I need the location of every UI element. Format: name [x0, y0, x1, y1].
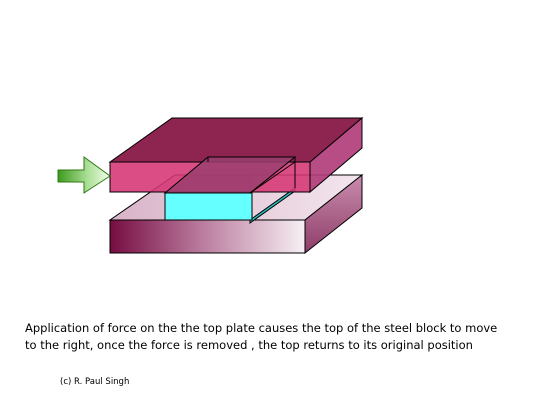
steel-block: [164, 187, 296, 224]
steel-block-edge-diagonal: [249, 161, 296, 194]
caption-line-2: to the right, once the force is removed …: [25, 338, 473, 352]
bottom-plate-front-face: [109, 219, 306, 254]
steel-block-front-face: [164, 192, 253, 221]
diagram-caption: Application of force on the the top plat…: [25, 320, 535, 354]
top-plate: [108, 116, 364, 194]
caption-line-1: Application of force on the the top plat…: [25, 321, 498, 335]
copyright-text: (c) R. Paul Singh: [60, 377, 130, 387]
arrow-right-icon: [57, 156, 111, 194]
